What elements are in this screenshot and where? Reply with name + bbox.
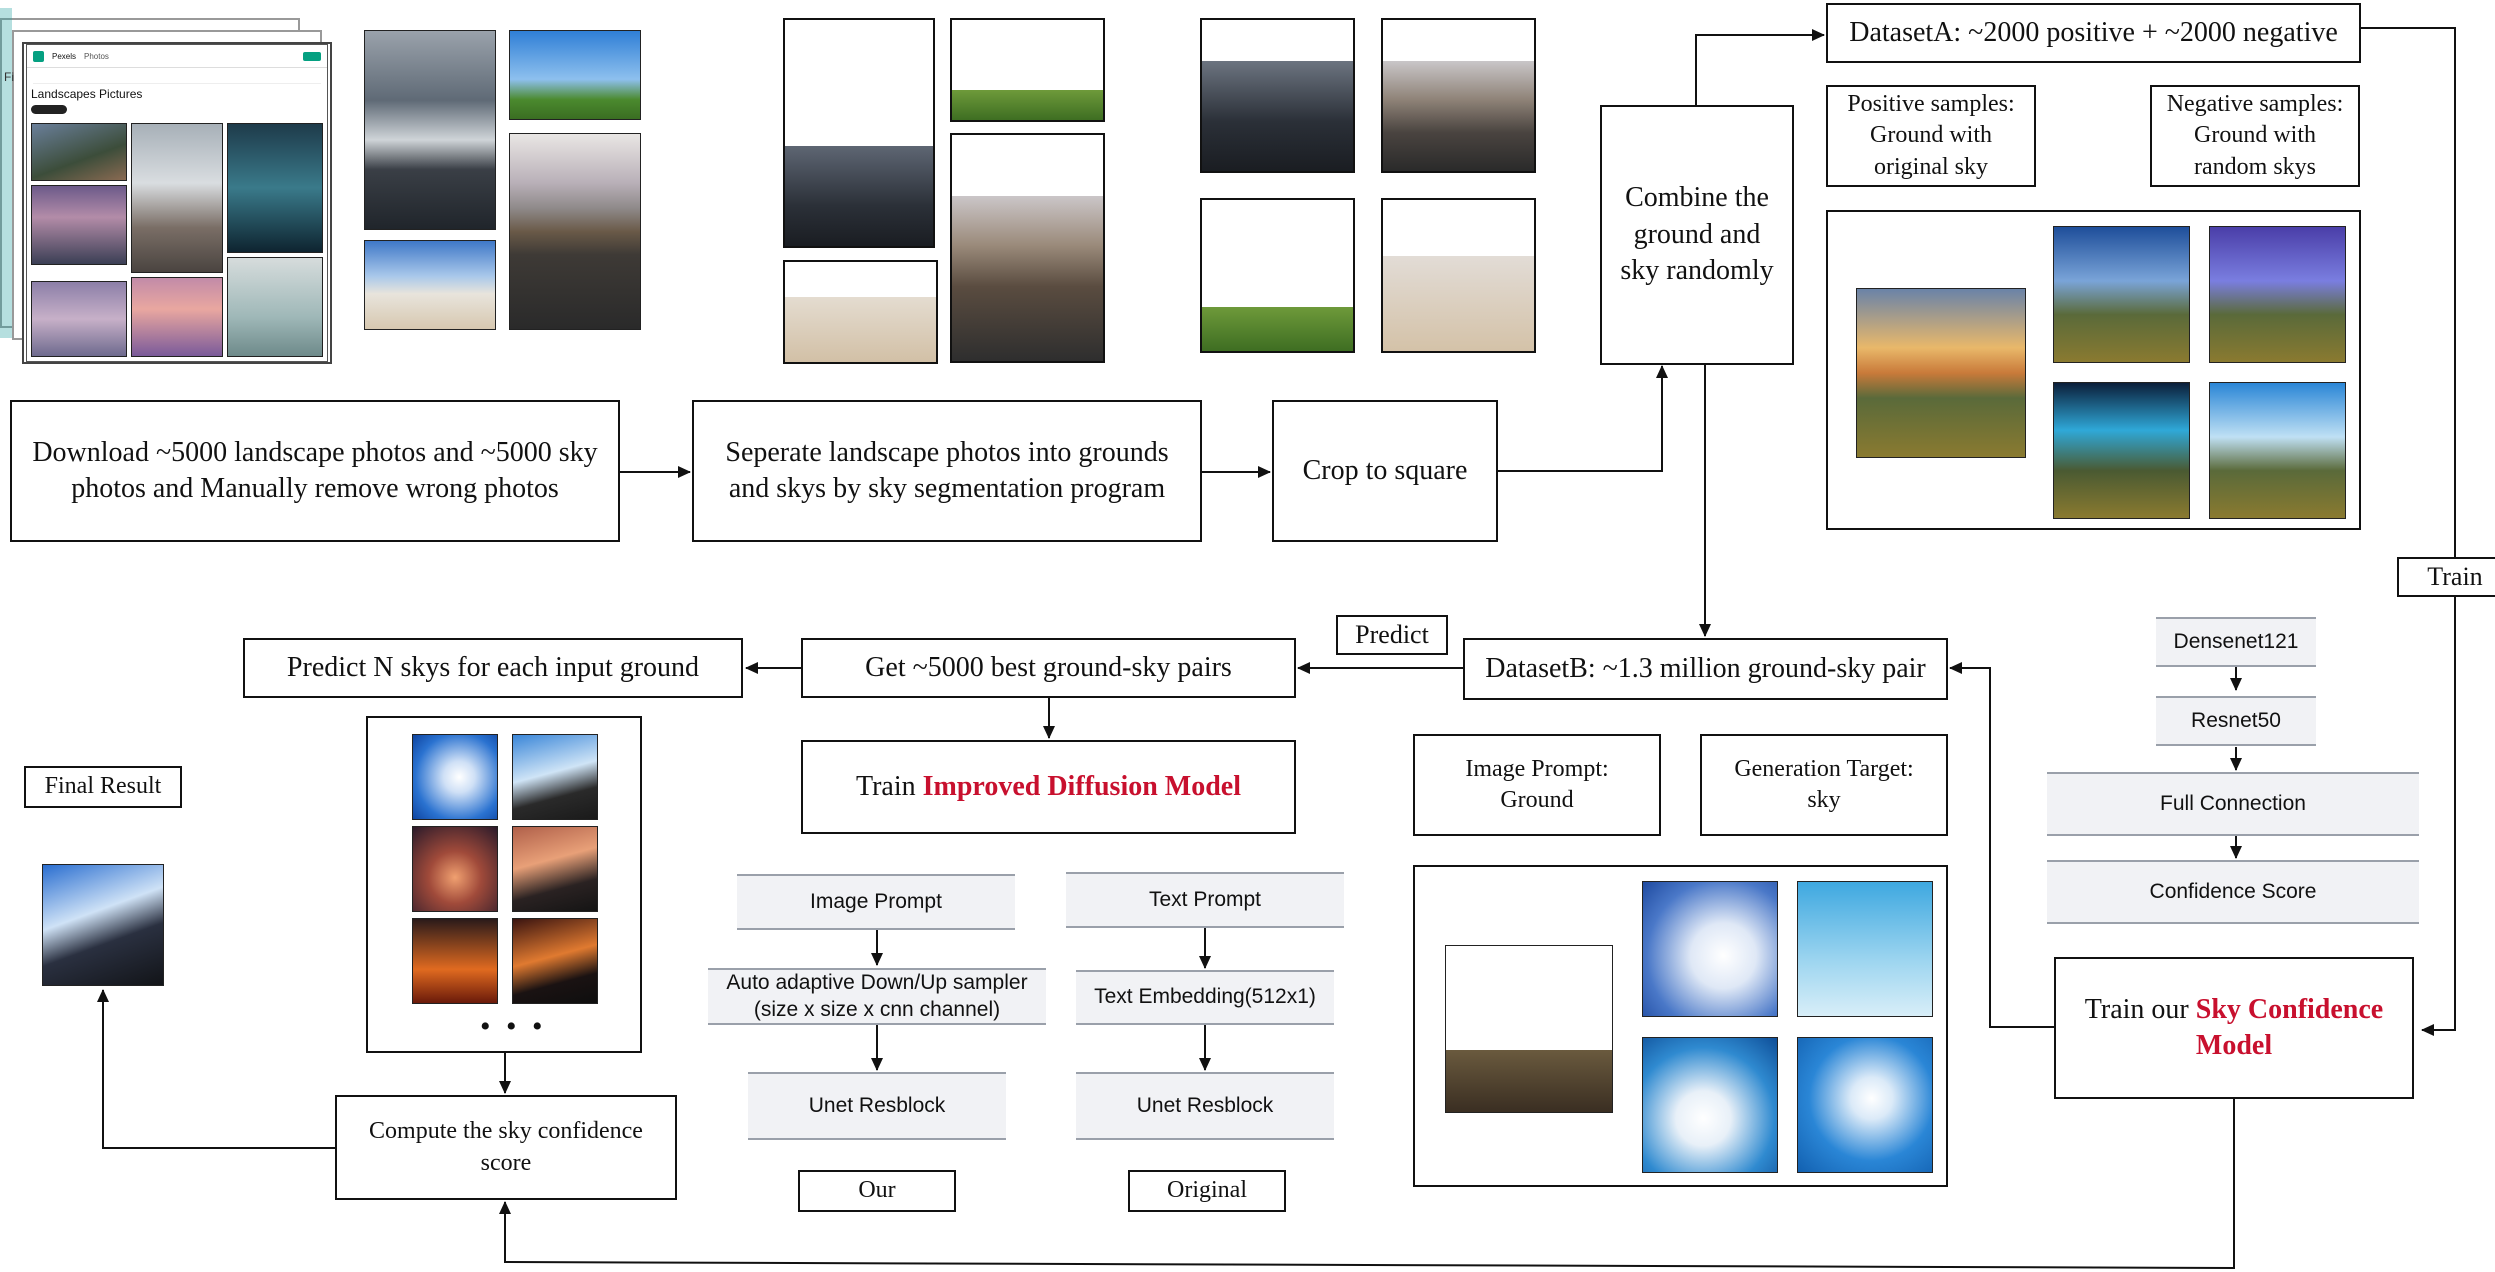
negative-sample-image [2209, 382, 2346, 519]
arrow-combine-to-dataseta [1695, 29, 1825, 105]
resnet-layer: Resnet50 [2156, 696, 2316, 746]
generated-sky-image [1797, 881, 1933, 1017]
image-prompt-layer: Image Prompt [737, 874, 1015, 930]
website-heading: Landscapes Pictures [31, 87, 143, 101]
site-nav: Photos [84, 51, 109, 61]
negative-sample-image [2209, 226, 2346, 363]
train-label-box: Train [2397, 557, 2495, 597]
site-logo [33, 50, 44, 62]
train-sky-confidence-box: Train our Sky Confidence Model [2054, 957, 2414, 1099]
arrow-crop-to-combine [1498, 365, 1668, 472]
generation-target-box: Generation Target: sky [1700, 734, 1948, 836]
crop-square-box: Crop to square [1272, 400, 1498, 542]
generated-sky-image [1642, 1037, 1778, 1173]
sky-confidence-model-label: Sky Confidence Model [2195, 993, 2384, 1061]
arrow-dataseta-to-sky-model [2361, 27, 2456, 1036]
website-topbar: Pexels Photos [27, 45, 327, 68]
densenet-layer: Densenet121 [2156, 617, 2316, 667]
crop-mountain [1200, 18, 1355, 173]
arrow-compute-to-final [97, 989, 335, 1149]
predict-label-box: Predict [1336, 615, 1448, 655]
unet-resblock-our: Unet Resblock [748, 1072, 1006, 1140]
predicted-skies-grid: • • • [366, 716, 642, 1053]
positive-sample-image [1856, 288, 2026, 458]
landscape-photo-beach [364, 240, 496, 330]
more-results-ellipsis: • • • [480, 1010, 547, 1043]
final-result-label: Final Result [24, 766, 182, 808]
landscape-photo-road [509, 133, 641, 330]
train-diffusion-prefix: Train [855, 770, 923, 802]
combine-box: Combine the ground and sky randomly [1600, 105, 1794, 365]
image-prompt-ground-box: Image Prompt: Ground [1413, 734, 1661, 836]
sky-photo-swirl [364, 30, 496, 230]
predict-n-skys-box: Predict N skys for each input ground [243, 638, 743, 698]
dataseta-box: DatasetA: ~2000 positive + ~2000 negativ… [1826, 3, 2361, 63]
generated-sky-image [1797, 1037, 1933, 1173]
generated-sky-image [1642, 881, 1778, 1017]
datasetb-image-panel [1413, 865, 1948, 1187]
ground-sample [1445, 945, 1613, 1113]
ground-road-separated [950, 133, 1105, 363]
crop-road [1381, 18, 1536, 173]
sky-photo-blue-grass [509, 30, 641, 120]
download-photos-box: Download ~5000 landscape photos and ~500… [10, 400, 620, 542]
positive-samples-box: Positive samples: Ground with original s… [1826, 85, 2036, 187]
full-connection-layer: Full Connection [2047, 772, 2419, 836]
negative-sample-image [2053, 226, 2190, 363]
negative-samples-box: Negative samples: Ground with random sky… [2150, 85, 2360, 187]
ground-mountain-separated [783, 18, 935, 248]
ground-grass-separated [950, 18, 1105, 122]
datasetb-box: DatasetB: ~1.3 million ground-sky pair [1463, 638, 1948, 700]
improved-diffusion-model-label: Improved Diffusion Model [922, 770, 1242, 802]
negative-sample-image [2053, 382, 2190, 519]
text-embedding-layer: Text Embedding(512x1) [1076, 970, 1334, 1025]
confidence-score-layer: Confidence Score [2047, 860, 2419, 924]
crop-beach [1381, 198, 1536, 353]
website-sidebar-fragment: Fi [4, 70, 14, 84]
arrow-sky-model-to-compute [499, 1099, 2235, 1270]
crop-grass [1200, 198, 1355, 353]
site-logo-text: Pexels [52, 51, 77, 61]
website-screenshot: Pexels Photos Landscapes Pictures [26, 44, 328, 362]
train-diffusion-box: Train Improved Diffusion Model [801, 740, 1296, 834]
separate-photos-box: Seperate landscape photos into grounds a… [692, 400, 1202, 542]
ground-beach-separated [783, 260, 938, 364]
arrow-sky-model-to-datasetb [1949, 662, 2054, 1028]
original-caption: Original [1128, 1170, 1286, 1212]
text-prompt-layer: Text Prompt [1066, 872, 1344, 928]
dataseta-image-panel [1826, 210, 2361, 530]
our-caption: Our [798, 1170, 956, 1212]
adaptive-sampler-layer: Auto adaptive Down/Up sampler (size x si… [708, 968, 1046, 1025]
final-result-image [42, 864, 164, 986]
train-sky-prefix: Train our [2084, 993, 2196, 1025]
compute-score-box: Compute the sky confidence score [335, 1095, 677, 1200]
unet-resblock-original: Unet Resblock [1076, 1072, 1334, 1140]
best-pairs-box: Get ~5000 best ground-sky pairs [801, 638, 1296, 698]
